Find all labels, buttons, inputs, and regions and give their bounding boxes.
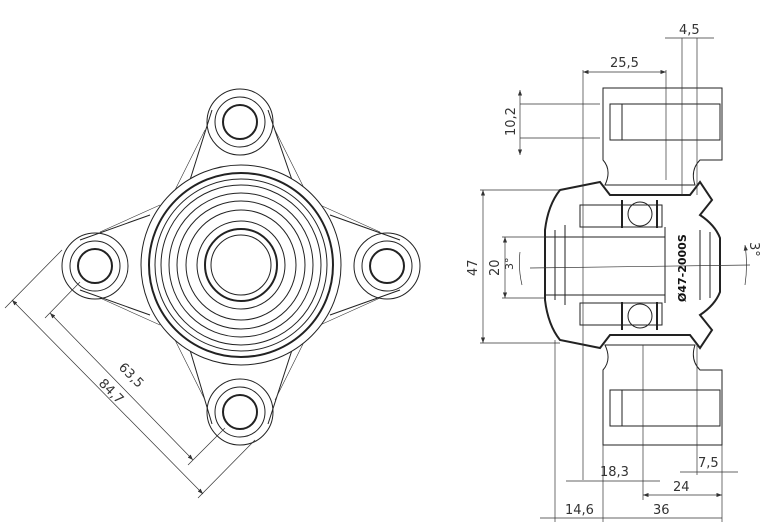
dim-84-7: 84,7 [95,376,126,407]
dim-7-5: 7,5 [698,456,719,471]
front-view: 63,5 84,7 [4,88,421,499]
bolt-lug-bottom [206,378,274,446]
bearing-marking: Ø47-2000S [676,234,689,302]
dim-angle-right: 3° [746,242,761,257]
dim-47: 47 [466,259,481,276]
dim-36: 36 [653,503,670,518]
dim-63-5: 63,5 [115,360,146,391]
dim-24: 24 [673,480,690,495]
dim-10-2: 10,2 [504,107,519,136]
hub-body [140,164,342,366]
bolt-lug-right [353,232,421,300]
dim-20: 20 [488,259,503,276]
section-view: Ø47-2000S 4,5 25,5 10,2 47 20 3° [466,23,761,522]
section-dimensions: 4,5 25,5 10,2 47 20 3° 3° [466,23,761,522]
bolt-lug-top [206,88,274,156]
dim-4-5: 4,5 [679,23,700,38]
dim-angle-left: 3° [503,258,516,271]
bolt-lug-left [61,232,129,300]
dim-14-6: 14,6 [565,503,594,518]
dim-25-5: 25,5 [610,56,639,71]
dim-18-3: 18,3 [600,465,629,480]
